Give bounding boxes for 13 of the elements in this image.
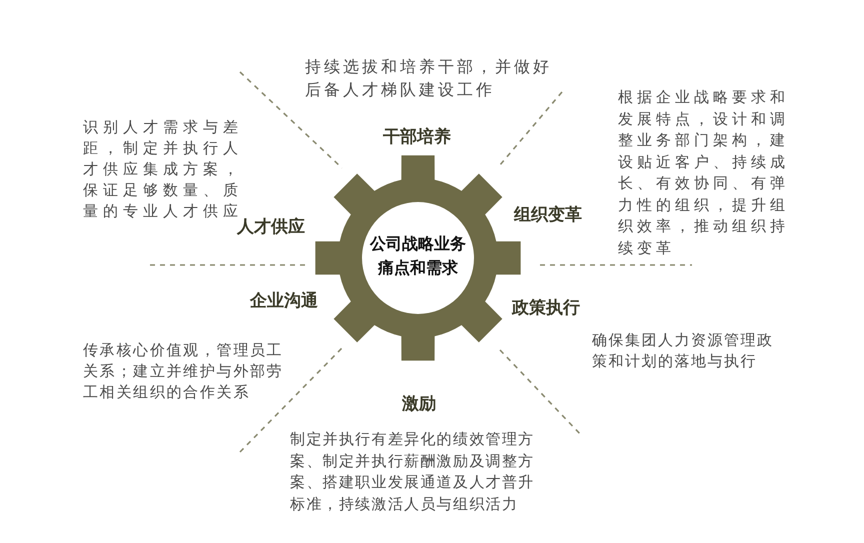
description-text: 确保集团人力资源管理政策和计划的落地与执行 — [592, 330, 774, 372]
category-heading: 政策执行 — [512, 297, 580, 319]
description-text: 传承核心价值观，管理员工关系；建立并维护与外部劳工相关组织的合作关系 — [83, 340, 284, 403]
category-heading: 人才供应 — [237, 217, 305, 238]
description-text: 识别人才需求与差距，制定并执行人才供应集成方案，保证足够数量、质量的专业人才供应 — [83, 117, 243, 220]
description-text: 根据企业战略要求和发展特点，设计和调整业务部门架构，建设贴近客户、持续成长、有效协同、有弹力性的组织，提升组织效率，推动组织持续变革 — [618, 87, 790, 258]
category-heading: 激励 — [402, 393, 436, 415]
description-text: 制定并执行有差异化的绩效管理方案、制定并执行薪酬激励及调整方案、搭建职业发展通道及人才普升标准，持续激活人员与组织活力 — [290, 429, 536, 514]
category-heading: 企业沟通 — [250, 290, 318, 312]
category-heading: 干部培养 — [383, 126, 451, 148]
description-text: 持续选拔和培养干部，并做好后备人才梯队建设工作 — [305, 56, 553, 101]
category-heading: 组织变革 — [514, 204, 582, 226]
center-title: 公司战略业务痛点和需求 — [368, 233, 467, 279]
